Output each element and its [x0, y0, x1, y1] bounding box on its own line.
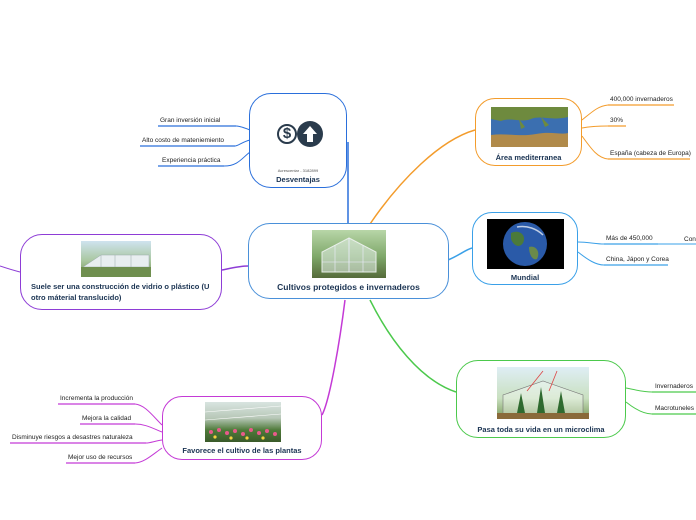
microclima-node[interactable]: Pasa toda su vida en un microclima	[456, 360, 626, 438]
connector-construccion	[221, 265, 249, 271]
connector-microclima	[369, 299, 457, 393]
leaf-400000[interactable]: 400,000 invernaderos	[610, 96, 673, 103]
up-arrow-icon	[297, 121, 323, 147]
leaf-macrotuneles[interactable]: Macrotuneles	[655, 405, 695, 412]
icon-caption: Acrescentar - 3182899	[277, 168, 319, 173]
construccion-title: Suele ser una construcción de vidrio o p…	[31, 282, 210, 302]
connector-mundial	[447, 247, 473, 261]
connector-mediterranea	[369, 129, 476, 225]
microclimate-diagram-photo	[497, 367, 589, 419]
mundial-title: Mundial	[510, 273, 540, 282]
mediterranea-title: Área mediterranea	[495, 153, 562, 162]
earth-photo	[487, 219, 564, 269]
microclima-title: Pasa toda su vida en un microclima	[477, 425, 605, 434]
leaf-espana[interactable]: España (cabeza de Europa)	[610, 150, 691, 157]
mundial-node[interactable]: Mundial	[472, 212, 578, 285]
central-node[interactable]: Cultivos protegidos e invernaderos	[248, 223, 449, 299]
dollar-coin-icon: $	[277, 124, 297, 144]
flower-greenhouse-photo	[205, 402, 281, 442]
leaf-incrementa[interactable]: Incrementa la producción	[60, 395, 133, 402]
leaf-invernaderos[interactable]: Invernaderos	[655, 383, 693, 390]
central-title: Cultivos protegidos e invernaderos	[277, 282, 420, 292]
leaf-disminuye-riesgos[interactable]: Disminuye riesgos a desastres naturaleza	[12, 434, 133, 441]
desventajas-node[interactable]: $ Acrescentar - 3182899 Desventajas	[249, 93, 347, 188]
leaf-con[interactable]: Con	[684, 236, 696, 243]
leaf-china-japon-corea[interactable]: China, Jápon y Corea	[606, 256, 669, 263]
construccion-node[interactable]: Suele ser una construcción de vidrio o p…	[20, 234, 222, 310]
greenhouse-photo	[312, 230, 386, 278]
favorece-title: Favorece el cultivo de las plantas	[182, 446, 302, 455]
connector-favorece	[321, 299, 346, 416]
leaf-gran-inversion[interactable]: Gran inversión inicial	[160, 117, 221, 124]
favorece-node[interactable]: Favorece el cultivo de las plantas	[162, 396, 322, 460]
glass-greenhouse-photo	[81, 241, 151, 277]
leaf-mejora-calidad[interactable]: Mejora la calidad	[82, 415, 132, 422]
leaf-mejor-uso[interactable]: Mejor uso de recursos	[68, 454, 133, 461]
leaf-experiencia[interactable]: Experiencia práctica	[162, 157, 221, 164]
mediterranea-node[interactable]: Área mediterranea	[475, 98, 582, 166]
desventajas-title: Desventajas	[276, 175, 320, 184]
leaf-mas-de-450000[interactable]: Más de 450,000	[606, 235, 653, 242]
leaf-30[interactable]: 30%	[610, 117, 624, 124]
mediterranean-map-photo	[491, 107, 568, 147]
leaf-alto-costo[interactable]: Alto costo de mateniemiento	[142, 137, 225, 144]
